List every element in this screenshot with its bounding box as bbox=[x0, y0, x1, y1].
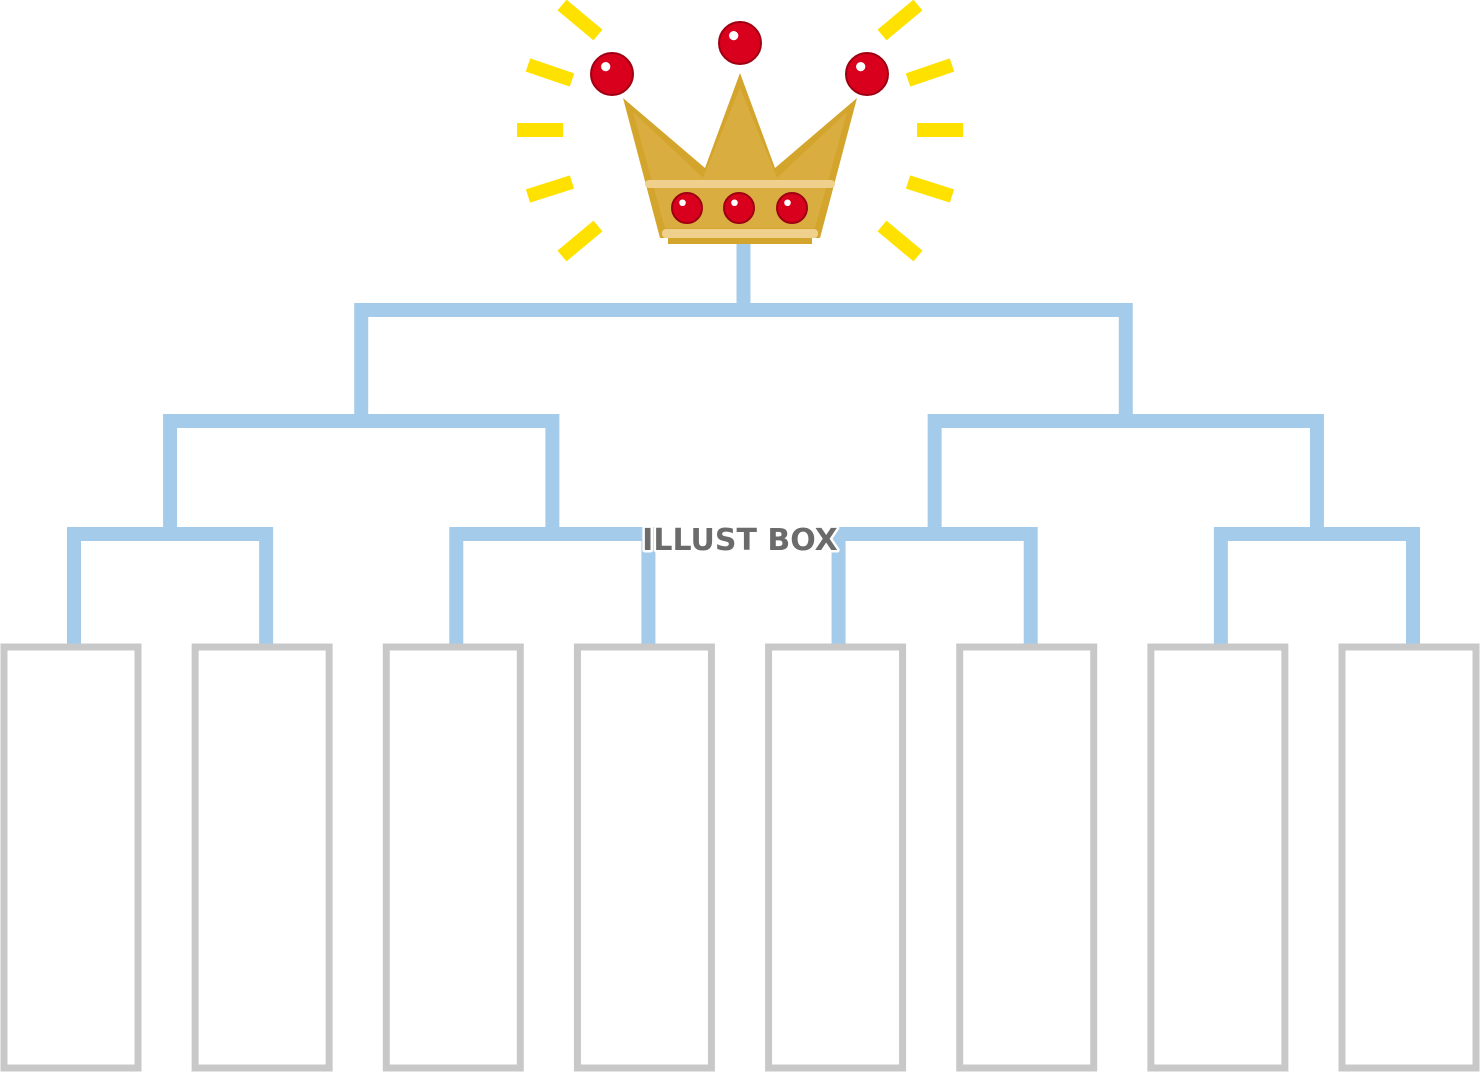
crown-band-bottom bbox=[662, 229, 818, 238]
entry-slot[interactable] bbox=[956, 643, 1098, 1072]
entry-slot[interactable] bbox=[765, 643, 907, 1072]
entry-slot[interactable] bbox=[191, 643, 333, 1072]
crown-base bbox=[668, 238, 812, 244]
sparkle-ray bbox=[905, 175, 955, 203]
sparkle-ray bbox=[877, 220, 923, 262]
sparkle-ray bbox=[525, 175, 575, 203]
entry-slot[interactable] bbox=[1147, 643, 1289, 1072]
jewel bbox=[718, 21, 762, 65]
bracket-lines bbox=[67, 244, 1420, 644]
jewel bbox=[845, 52, 889, 96]
bracket-connector bbox=[354, 303, 1133, 421]
sparkle-ray bbox=[525, 58, 575, 87]
bracket-connector bbox=[67, 527, 274, 644]
sparkle-ray bbox=[905, 58, 955, 87]
bracket-connector bbox=[927, 414, 1324, 534]
entry-slot[interactable] bbox=[573, 643, 715, 1072]
sparkle-ray bbox=[877, 0, 923, 41]
crown-band-top bbox=[645, 180, 835, 188]
jewel bbox=[723, 192, 755, 224]
bracket-connector bbox=[449, 527, 656, 644]
bracket-connector bbox=[831, 527, 1038, 644]
entry-slots bbox=[0, 643, 1480, 1072]
entry-slot[interactable] bbox=[1338, 643, 1480, 1072]
watermark-text: ILLUST BOX bbox=[642, 523, 838, 558]
jewel bbox=[590, 52, 634, 96]
jewel bbox=[776, 192, 808, 224]
sparkle-ray bbox=[557, 0, 603, 41]
crown-jewels bbox=[590, 21, 889, 224]
bracket-connector bbox=[1213, 527, 1420, 644]
jewel bbox=[671, 192, 703, 224]
entry-slot[interactable] bbox=[382, 643, 524, 1072]
crown-sparkles bbox=[517, 0, 963, 262]
sparkle-ray bbox=[557, 220, 603, 262]
bracket-connector bbox=[163, 414, 560, 534]
crown-icon bbox=[590, 21, 889, 244]
entry-slot[interactable] bbox=[0, 643, 142, 1072]
